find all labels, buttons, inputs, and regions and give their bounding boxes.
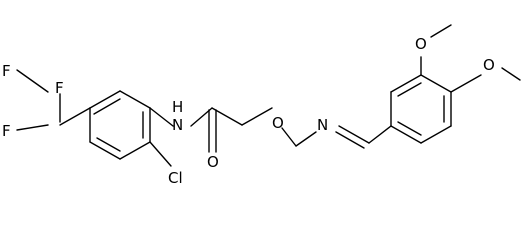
bond-o-ch3-top	[430, 24, 452, 38]
atom-f3: F	[2, 122, 11, 140]
atom-carbonyl-o: O	[207, 153, 219, 171]
atom-f1: F	[2, 62, 11, 80]
bond-ch-ring2	[368, 125, 392, 144]
bond-ring-o-right	[450, 74, 482, 93]
ring2-bond	[420, 74, 452, 93]
bond-f3-cf3	[16, 124, 49, 131]
ring1-bond	[89, 90, 121, 109]
bond-o-n	[295, 131, 317, 147]
atom-ether-o: O	[272, 114, 284, 132]
atom-methoxy-top-o: O	[415, 35, 427, 53]
atom-cl: Cl	[168, 169, 183, 187]
ring1-bond-double	[96, 137, 121, 152]
atom-labels: F F F N H O Cl O N O O	[2, 35, 495, 187]
atom-f2: F	[55, 79, 64, 97]
ring2-bond	[390, 125, 422, 144]
bond-n-ch-double-2	[335, 131, 365, 149]
atom-nh-h: H	[172, 98, 183, 116]
bonds	[16, 24, 521, 167]
atom-nh-n: N	[172, 116, 183, 134]
bond-o-ch3-right	[501, 67, 521, 81]
bond-carbonyl-ch2	[211, 107, 243, 126]
ring2-bond-double	[397, 82, 422, 97]
ring2-bond	[420, 125, 452, 144]
bond-ring-cl	[149, 141, 172, 167]
bond-cf3-ring	[59, 107, 91, 126]
bond-f1-cf3	[16, 69, 49, 93]
ring1-bond	[119, 90, 151, 109]
ring2-bond	[390, 74, 422, 93]
bond-n-ch-double	[338, 125, 370, 144]
atom-oxime-n: N	[317, 116, 328, 134]
ring1-bond-double	[93, 98, 121, 115]
bond-ring-nh	[149, 107, 174, 127]
atom-methoxy-right-o: O	[483, 56, 495, 74]
chemical-structure-diagram: F F F N H O Cl O N O O	[2, 24, 521, 187]
ring1-bond	[119, 141, 151, 160]
bond-o-ch2	[281, 127, 297, 147]
bond-ch2-o	[241, 107, 273, 126]
ring2-bond-double	[397, 121, 422, 136]
ring1-bond	[89, 141, 121, 160]
